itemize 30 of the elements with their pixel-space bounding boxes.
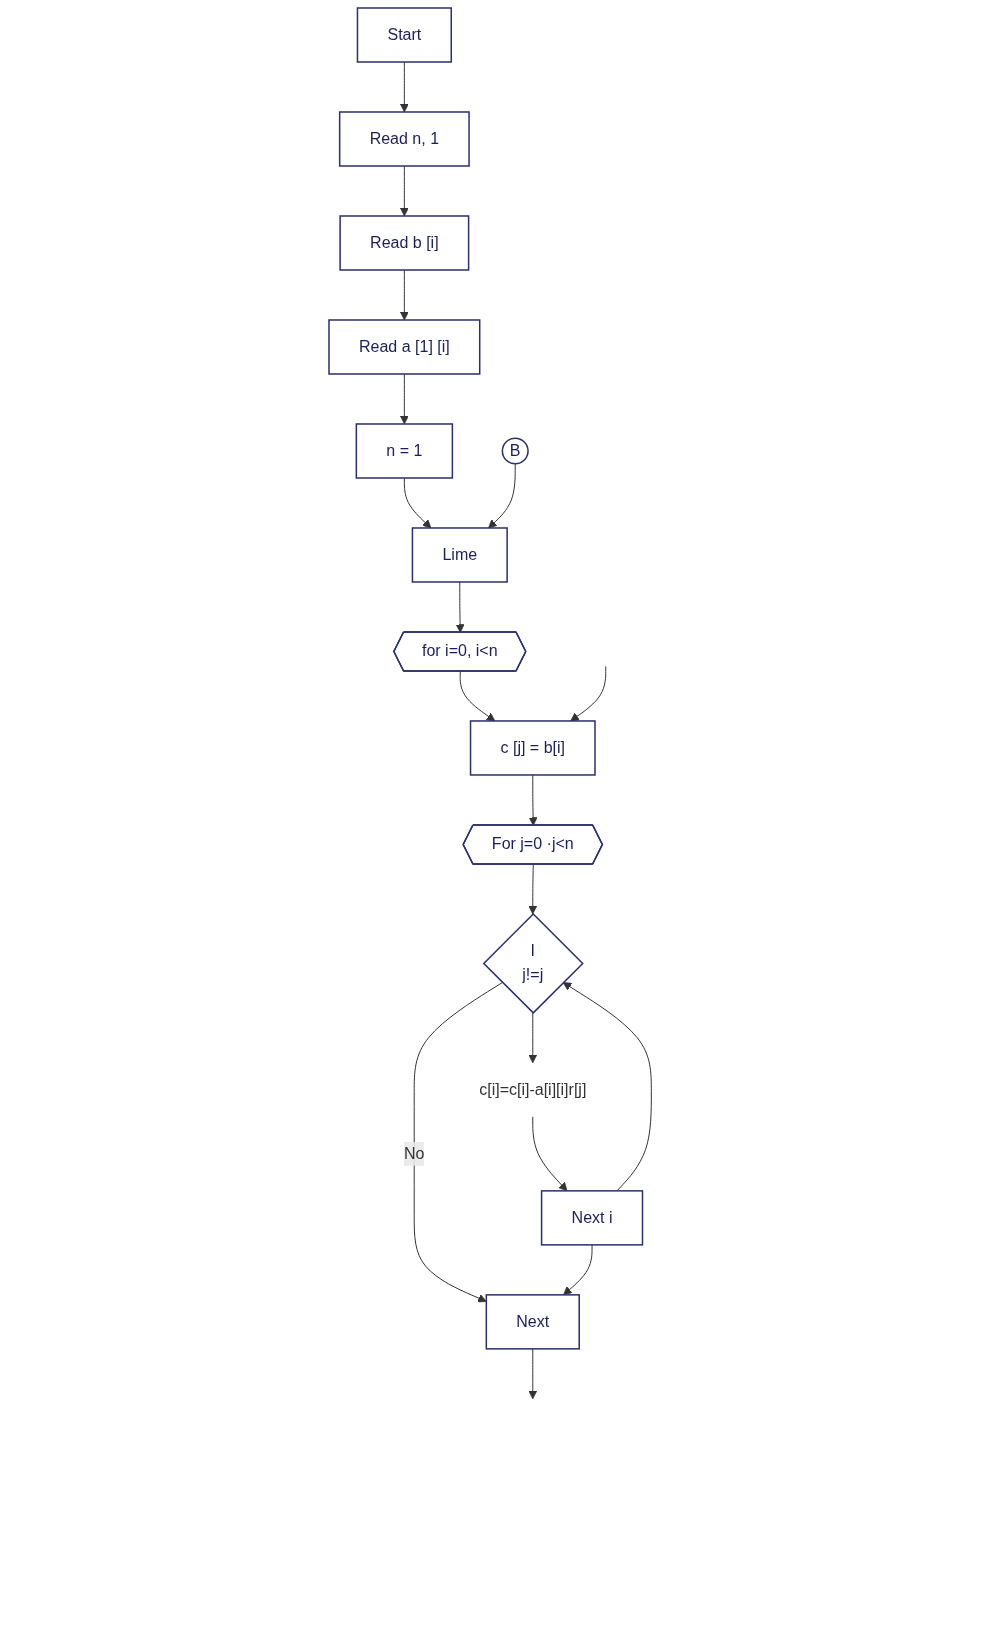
node-box: c [j] = b[i] xyxy=(470,720,597,776)
arrow xyxy=(400,373,410,425)
node-box: Lime xyxy=(412,527,509,583)
arrow xyxy=(570,666,607,722)
arrow xyxy=(528,863,538,915)
arrow xyxy=(532,1116,568,1192)
edge-label: No xyxy=(404,1144,425,1162)
arrow xyxy=(529,774,538,826)
node-box: Next xyxy=(485,1294,581,1350)
arrow xyxy=(404,477,432,529)
node-box: Start xyxy=(357,7,453,63)
arrow xyxy=(400,61,410,113)
node-diamond: I j!=j xyxy=(483,912,585,1014)
arrow xyxy=(488,463,517,529)
arrow xyxy=(563,1244,593,1296)
arrow xyxy=(528,1348,538,1400)
arrow xyxy=(414,982,504,1303)
node-box: Read n, 1 xyxy=(339,111,471,167)
arrow xyxy=(460,671,496,722)
node-text: c[i]=c[i]-a[i][i]r[j] xyxy=(479,1080,587,1098)
node-box: Next i xyxy=(541,1190,644,1246)
node-box: Read a [1] [i] xyxy=(328,319,481,375)
node-box: n = 1 xyxy=(355,423,454,479)
arrow xyxy=(400,269,410,321)
arrow xyxy=(528,1012,538,1064)
arrow xyxy=(400,165,410,217)
node-circle: B xyxy=(501,437,530,465)
arrow xyxy=(563,982,653,1192)
node-box: Read b [i] xyxy=(339,215,470,271)
arrow xyxy=(456,581,465,633)
